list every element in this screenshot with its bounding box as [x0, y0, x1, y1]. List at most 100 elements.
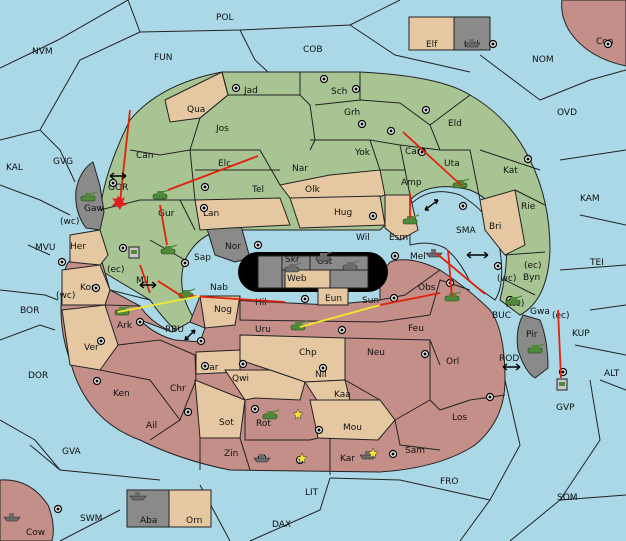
- label-gvg: GVG: [53, 157, 73, 167]
- territory-mou[interactable]: [309, 399, 396, 441]
- fleet-unit-icon[interactable]: [3, 513, 21, 522]
- label-sch: Sch: [331, 87, 347, 97]
- retreat-unit-icon[interactable]: [556, 378, 568, 391]
- label-aba: Aba: [140, 516, 157, 526]
- sea-sma[interactable]: [409, 191, 503, 301]
- label-rbu: RBU: [165, 325, 184, 335]
- label-mel: Mel: [410, 252, 426, 262]
- units[interactable]: [3, 39, 568, 522]
- supply-center-dot: [138, 320, 142, 324]
- label-rie: Rie: [521, 202, 536, 212]
- label-kar: Kar: [340, 454, 355, 464]
- label-kor: Kor: [80, 283, 95, 293]
- supply-center-dot: [199, 339, 203, 343]
- supply-centers: [53, 39, 613, 514]
- army-unit-icon[interactable]: [160, 244, 178, 255]
- label-ken: Ken: [113, 389, 130, 399]
- army-unit-icon[interactable]: [152, 189, 170, 200]
- label-skr: Skr: [285, 255, 300, 265]
- label-amp: Amp: [401, 178, 422, 188]
- label-kam: KAM: [580, 194, 600, 204]
- label-yok: Yok: [354, 148, 371, 158]
- label-gwa: Gwa: [530, 307, 550, 317]
- supply-center-dot: [321, 366, 325, 370]
- label-gvp: GVP: [556, 403, 575, 413]
- label-alt: ALT: [604, 369, 620, 379]
- supply-center-dot: [526, 157, 530, 161]
- supply-center-dot: [60, 260, 64, 264]
- supply-center-dot: [241, 362, 245, 366]
- supply-center-dot: [424, 108, 428, 112]
- move-orders: [119, 109, 562, 379]
- label-chr: Chr: [170, 384, 186, 394]
- territory-her[interactable]: [69, 229, 109, 266]
- fleet-unit-icon[interactable]: [253, 454, 271, 463]
- label-byn: Byn: [523, 273, 540, 283]
- label-buc: BUC: [492, 311, 511, 321]
- label-kup: KUP: [572, 329, 590, 339]
- label-eun: Eun: [325, 294, 342, 304]
- fleet-unit-icon[interactable]: [129, 492, 147, 501]
- supply-center-dot: [391, 452, 395, 456]
- label-mou: Mou: [343, 423, 362, 433]
- army-unit-icon[interactable]: [284, 262, 302, 273]
- supply-center-dot: [256, 243, 260, 247]
- territory-con[interactable]: [561, 0, 626, 67]
- supply-center-dot: [234, 86, 238, 90]
- army-unit-icon[interactable]: [315, 251, 333, 262]
- label-her: Her: [70, 242, 86, 252]
- label-tel: Tel: [251, 185, 264, 195]
- label-nar: Nar: [292, 164, 308, 174]
- supply-center-dot: [488, 395, 492, 399]
- label-som: SOM: [557, 493, 578, 503]
- territory-elf[interactable]: [408, 16, 455, 51]
- territory-bri[interactable]: [479, 189, 526, 256]
- supply-center-dot: [186, 410, 190, 414]
- label-kat: Kat: [503, 166, 518, 176]
- supply-center-dot: [317, 428, 321, 432]
- label-eld: Eld: [448, 119, 462, 129]
- territory-cow[interactable]: [0, 479, 54, 541]
- label-neu: Neu: [367, 348, 385, 358]
- label-lit: LIT: [305, 488, 319, 498]
- territory-orn[interactable]: [168, 489, 212, 528]
- territory-ver[interactable]: [61, 304, 119, 371]
- inner-borders: [99, 71, 546, 301]
- label-fro: FRO: [440, 477, 459, 487]
- territory-eun[interactable]: [317, 287, 349, 306]
- supply-center-dot: [94, 286, 98, 290]
- label-uru: Uru: [255, 325, 271, 335]
- label-hug: Hug: [334, 208, 352, 218]
- label-nom: NOM: [532, 55, 554, 65]
- supply-center-dot: [561, 370, 565, 374]
- army-unit-icon[interactable]: [80, 191, 98, 202]
- territory-lan[interactable]: [194, 197, 291, 231]
- label-cob: COB: [303, 45, 323, 55]
- army-unit-icon[interactable]: [262, 409, 280, 420]
- supply-center-dot: [371, 214, 375, 218]
- label-bar: Bar: [203, 363, 219, 373]
- label-lan: Lan: [203, 209, 219, 219]
- supply-center-dot: [99, 339, 103, 343]
- label-nab: Nab: [210, 283, 228, 293]
- label-uta: Uta: [444, 159, 460, 169]
- retreat-unit-icon[interactable]: [128, 246, 140, 259]
- army-unit-icon[interactable]: [527, 343, 545, 354]
- label-wc-byn: (wc): [497, 274, 516, 284]
- supply-center-dot: [121, 246, 125, 250]
- territory-kor[interactable]: [61, 264, 111, 306]
- territory-nog[interactable]: [199, 295, 241, 329]
- army-unit-icon[interactable]: [505, 295, 523, 306]
- army-unit-icon[interactable]: [342, 260, 360, 271]
- label-rod: ROD: [499, 354, 519, 364]
- label-gur: Gur: [158, 209, 175, 219]
- label-car: Car: [405, 147, 421, 157]
- label-nvm: NVM: [32, 47, 53, 57]
- fleet-unit-icon[interactable]: [463, 39, 481, 48]
- supply-center-dot: [183, 261, 187, 265]
- supply-center-dot: [322, 77, 326, 81]
- label-mvu: MVU: [35, 243, 56, 253]
